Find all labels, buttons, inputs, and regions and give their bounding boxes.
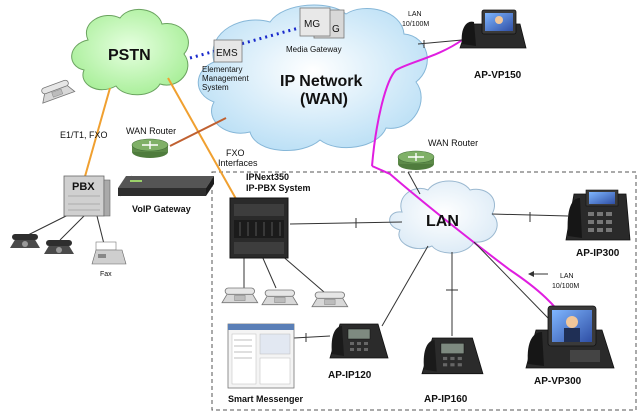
voip-gateway-icon (118, 176, 214, 196)
lan-speed-right-1: LAN (560, 273, 574, 280)
phone-icon (421, 337, 484, 375)
ap-vp150-label: AP-VP150 (474, 70, 522, 81)
mg-label: MG (304, 19, 320, 30)
ems-box: EMS (213, 39, 243, 63)
ems-label: EMS (216, 48, 238, 59)
lan-speed-top-2: 10/100M (402, 21, 429, 28)
phone-icon (311, 291, 349, 308)
smart-messenger-window (227, 323, 295, 389)
video-phone-icon (525, 305, 615, 369)
ap-vp300-label: AP-VP300 (534, 376, 582, 387)
phone-icon (37, 77, 76, 104)
ip-network-label: IP Network (280, 73, 363, 90)
media-gateway-box: MG G (299, 7, 345, 39)
g-label: G (332, 24, 340, 35)
fax-label: Fax (100, 271, 112, 278)
wan-router-left-label: WAN Router (126, 126, 176, 136)
fxo-label-2: Interfaces (218, 158, 258, 168)
pbx-rack-icon (229, 197, 289, 259)
video-phone-icon (459, 9, 527, 49)
phone-icon (261, 289, 299, 306)
phone-icon (329, 323, 389, 359)
smart-messenger-label: Smart Messenger (228, 394, 304, 404)
lan-speed-top-1: LAN (408, 11, 422, 18)
ap-ip160-label: AP-IP160 (424, 394, 468, 405)
phone-icon (44, 240, 74, 254)
ap-ip120-label: AP-IP120 (328, 370, 372, 381)
elementary-label-1: Elementary (202, 65, 242, 74)
lan-cloud (389, 180, 498, 254)
pstn-label: PSTN (108, 47, 151, 64)
lan-region-border (211, 171, 637, 411)
router-icon (131, 138, 169, 158)
pstn-cloud (71, 9, 189, 96)
fxo-label-1: FXO (226, 148, 245, 158)
ipnext-label-1: IPNext350 (246, 172, 289, 182)
elementary-label-2: Management (202, 74, 249, 83)
e1t1-fxo-label: E1/T1, FXO (60, 130, 108, 140)
pbx-label: PBX (72, 181, 95, 193)
voip-gateway-label: VoIP Gateway (132, 204, 191, 214)
fax-icon (91, 241, 127, 265)
phone-icon (10, 234, 40, 248)
pbx-icon (63, 175, 111, 217)
lan-label: LAN (426, 213, 459, 230)
wan-label: (WAN) (300, 91, 348, 108)
elementary-label-3: System (202, 83, 229, 92)
router-icon (397, 150, 435, 170)
lan-speed-right-2: 10/100M (552, 283, 579, 290)
connections (25, 24, 569, 342)
phone-icon (565, 189, 631, 241)
ap-ip300-label: AP-IP300 (576, 248, 620, 259)
wan-router-right-label: WAN Router (428, 138, 478, 148)
media-gateway-label: Media Gateway (286, 45, 342, 54)
lan-arrow-head (528, 271, 534, 277)
ipnext-label-2: IP-PBX System (246, 183, 311, 193)
phone-icon (221, 287, 259, 304)
